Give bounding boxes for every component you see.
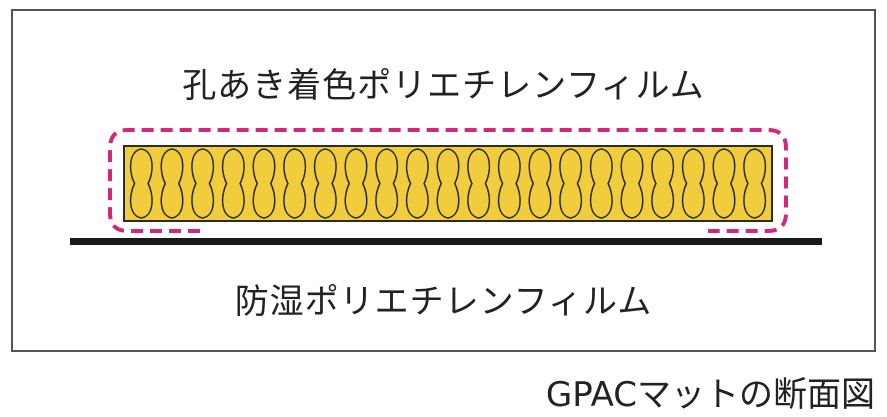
glass-wool-fiber <box>405 148 429 219</box>
perforated-film-label: 孔あき着色ポリエチレンフィルム <box>182 66 705 106</box>
perforated-colored-polyethylene-film <box>108 128 788 233</box>
glass-wool-fiber <box>129 148 153 219</box>
glass-wool-fiber <box>712 148 736 219</box>
glass-wool-fiber <box>681 148 705 219</box>
glass-wool-fiber <box>344 148 368 219</box>
glass-wool-fiber <box>252 148 276 219</box>
glass-wool-fiber <box>191 148 215 219</box>
moisture-barrier-label: 防湿ポリエチレンフィルム <box>234 282 653 322</box>
glass-wool-fiber <box>528 148 552 219</box>
diagram-caption: GPACマットの断面図 <box>545 375 875 415</box>
diagram-frame <box>11 9 876 352</box>
glass-wool-fibers <box>129 148 767 219</box>
glass-wool-fiber <box>651 148 675 219</box>
glass-wool-fiber <box>559 148 583 219</box>
glass-wool-fiber <box>160 148 184 219</box>
glass-wool-fiber <box>497 148 521 219</box>
glass-wool-fiber <box>743 148 767 219</box>
glass-wool-fiber <box>221 148 245 219</box>
glass-wool-fiber <box>620 148 644 219</box>
glass-wool-insulation <box>123 145 773 222</box>
moisture-proof-polyethylene-film <box>70 238 822 245</box>
glass-wool-fiber <box>283 148 307 219</box>
glass-wool-fiber <box>436 148 460 219</box>
glass-wool-fiber <box>375 148 399 219</box>
glass-wool-fiber <box>467 148 491 219</box>
glass-wool-fiber <box>589 148 613 219</box>
glass-wool-fiber <box>313 148 337 219</box>
